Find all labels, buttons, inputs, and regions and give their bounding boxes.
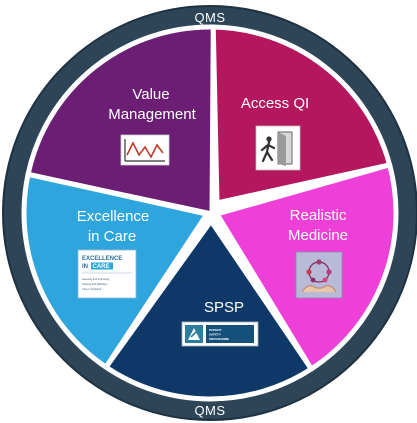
excellence-logo-title-3: CARE	[93, 264, 110, 270]
segment-value-management	[25, 24, 216, 217]
spsp-logo-icon: PATIENT SAFETY PROGRAMME	[181, 321, 259, 347]
segment-spsp	[103, 218, 314, 402]
qms-top-label: QMS	[194, 10, 225, 25]
excellence-logo-sub-2: Nursing and Midwifery	[82, 282, 108, 286]
segment-label-realistic-medicine-1: Realistic	[290, 207, 347, 224]
segment-label-access-qi: Access QI	[241, 95, 309, 112]
excellence-in-care-logo: EXCELLENCE IN CARE Assuring and Improvin…	[77, 249, 137, 299]
chart-icon	[120, 134, 170, 166]
excellence-logo-sub-3: Care in Scotland	[82, 287, 102, 291]
segment-label-value-management-1: Value	[132, 86, 169, 103]
segment-label-spsp: SPSP	[204, 299, 244, 316]
segment-label-value-management-2: Management	[108, 106, 196, 123]
excellence-logo-sub-1: Assuring and Improving	[82, 277, 110, 281]
segment-label-excellence-in-care-1: Excellence	[77, 208, 150, 225]
qms-bottom-label: QMS	[194, 403, 225, 418]
spsp-logo-text-1: PATIENT	[209, 328, 222, 332]
segment-label-realistic-medicine-2: Medicine	[288, 227, 348, 244]
spsp-logo-text-3: PROGRAMME	[209, 337, 229, 341]
exit-door-icon	[255, 125, 301, 171]
segment-label-excellence-in-care-2: in Care	[88, 228, 136, 245]
excellence-logo-title-2: IN	[82, 264, 88, 270]
spsp-logo-text-2: SAFETY	[209, 333, 221, 337]
people-hands-icon	[295, 251, 343, 299]
excellence-logo-title-1: EXCELLENCE	[82, 256, 122, 262]
